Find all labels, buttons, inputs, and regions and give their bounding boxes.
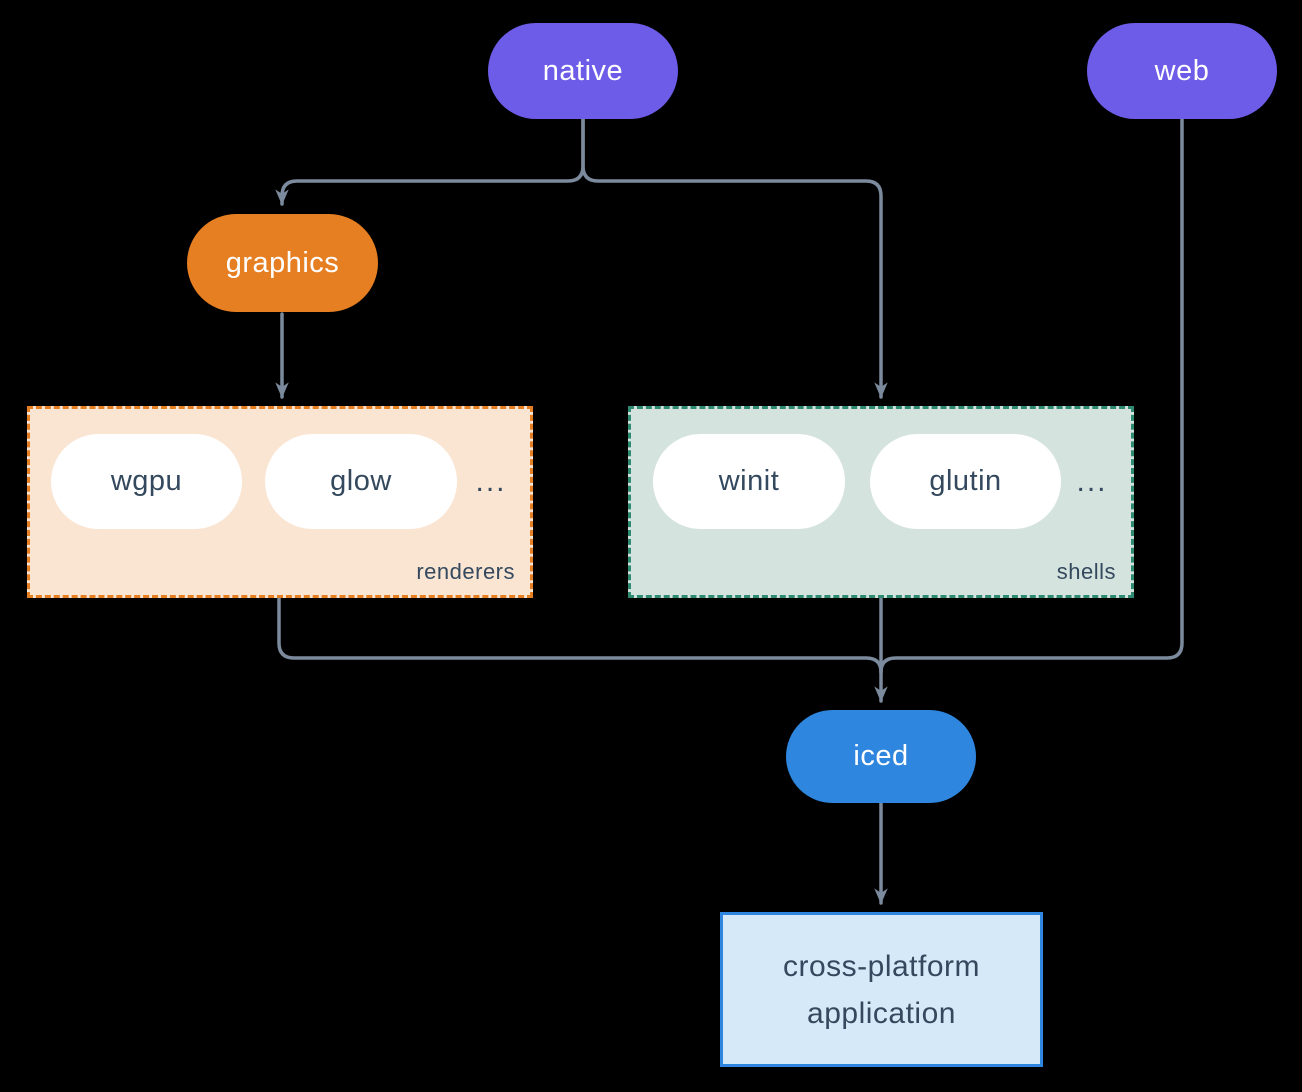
- node-glow-label: glow: [330, 465, 392, 497]
- node-iced-label: iced: [853, 740, 909, 772]
- node-native-label: native: [542, 54, 624, 87]
- node-glow: glow: [265, 434, 457, 529]
- node-web: web: [1087, 23, 1277, 119]
- node-graphics: graphics: [187, 214, 378, 312]
- node-wgpu: wgpu: [51, 434, 242, 529]
- node-winit: winit: [653, 434, 845, 529]
- app-label-line2: application: [807, 996, 956, 1030]
- node-glutin: glutin: [870, 434, 1061, 529]
- node-graphics-label: graphics: [225, 246, 340, 279]
- node-web-label: web: [1154, 54, 1210, 87]
- node-cross-platform-application: cross-platform application: [720, 912, 1043, 1067]
- node-native: native: [488, 23, 678, 119]
- shells-ellipsis: ...: [1076, 464, 1108, 498]
- shells-group-label: shells: [1056, 559, 1116, 584]
- app-label-line1: cross-platform: [782, 949, 981, 983]
- edge-renderers-to-merge: [277, 596, 883, 674]
- node-winit-label: winit: [718, 465, 780, 497]
- node-wgpu-label: wgpu: [110, 465, 183, 497]
- group-shells: winit glutin ... shells: [628, 406, 1134, 598]
- edge-native-to-shells: [581, 117, 888, 399]
- node-glutin-label: glutin: [929, 465, 1002, 497]
- renderers-ellipsis: ...: [475, 464, 507, 498]
- renderers-group-label: renderers: [416, 559, 515, 584]
- edge-native-to-graphics: [275, 117, 585, 206]
- group-renderers: wgpu glow ... renderers: [27, 406, 533, 598]
- node-iced: iced: [786, 710, 976, 803]
